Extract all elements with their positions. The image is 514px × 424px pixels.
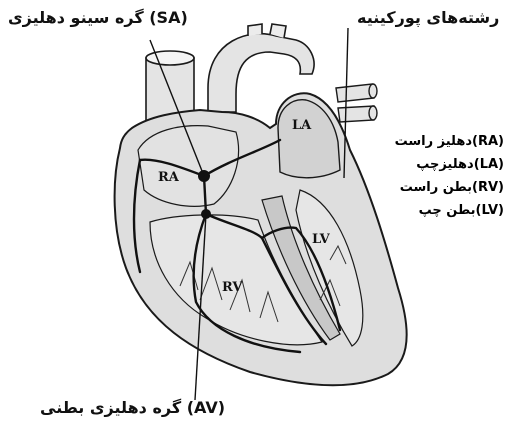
chamber-label-lv: LV xyxy=(312,232,330,247)
sa-node-label: (SA) گره سینو دهلیزی xyxy=(8,8,188,27)
legend-item-rv: (RV)بطن راست xyxy=(374,176,504,199)
pulmonary-veins xyxy=(336,84,377,122)
legend-item-ra: (RA)دهلیز راست xyxy=(374,130,504,153)
chamber-label-la: LA xyxy=(292,118,311,133)
chamber-legend: (RA)دهلیز راست (LA)دهلیزچپ (RV)بطن راست … xyxy=(374,130,504,222)
chamber-label-rv: RV xyxy=(222,280,242,295)
chamber-label-ra: RA xyxy=(158,170,179,185)
av-node-label: (AV) گره دهلیزی بطنی xyxy=(40,398,225,417)
purkinje-fibers-label: رشته‌های پورکینیه xyxy=(357,8,499,27)
legend-item-la: (LA)دهلیزچپ xyxy=(374,153,504,176)
legend-item-lv: (LV)بطن چپ xyxy=(374,199,504,222)
